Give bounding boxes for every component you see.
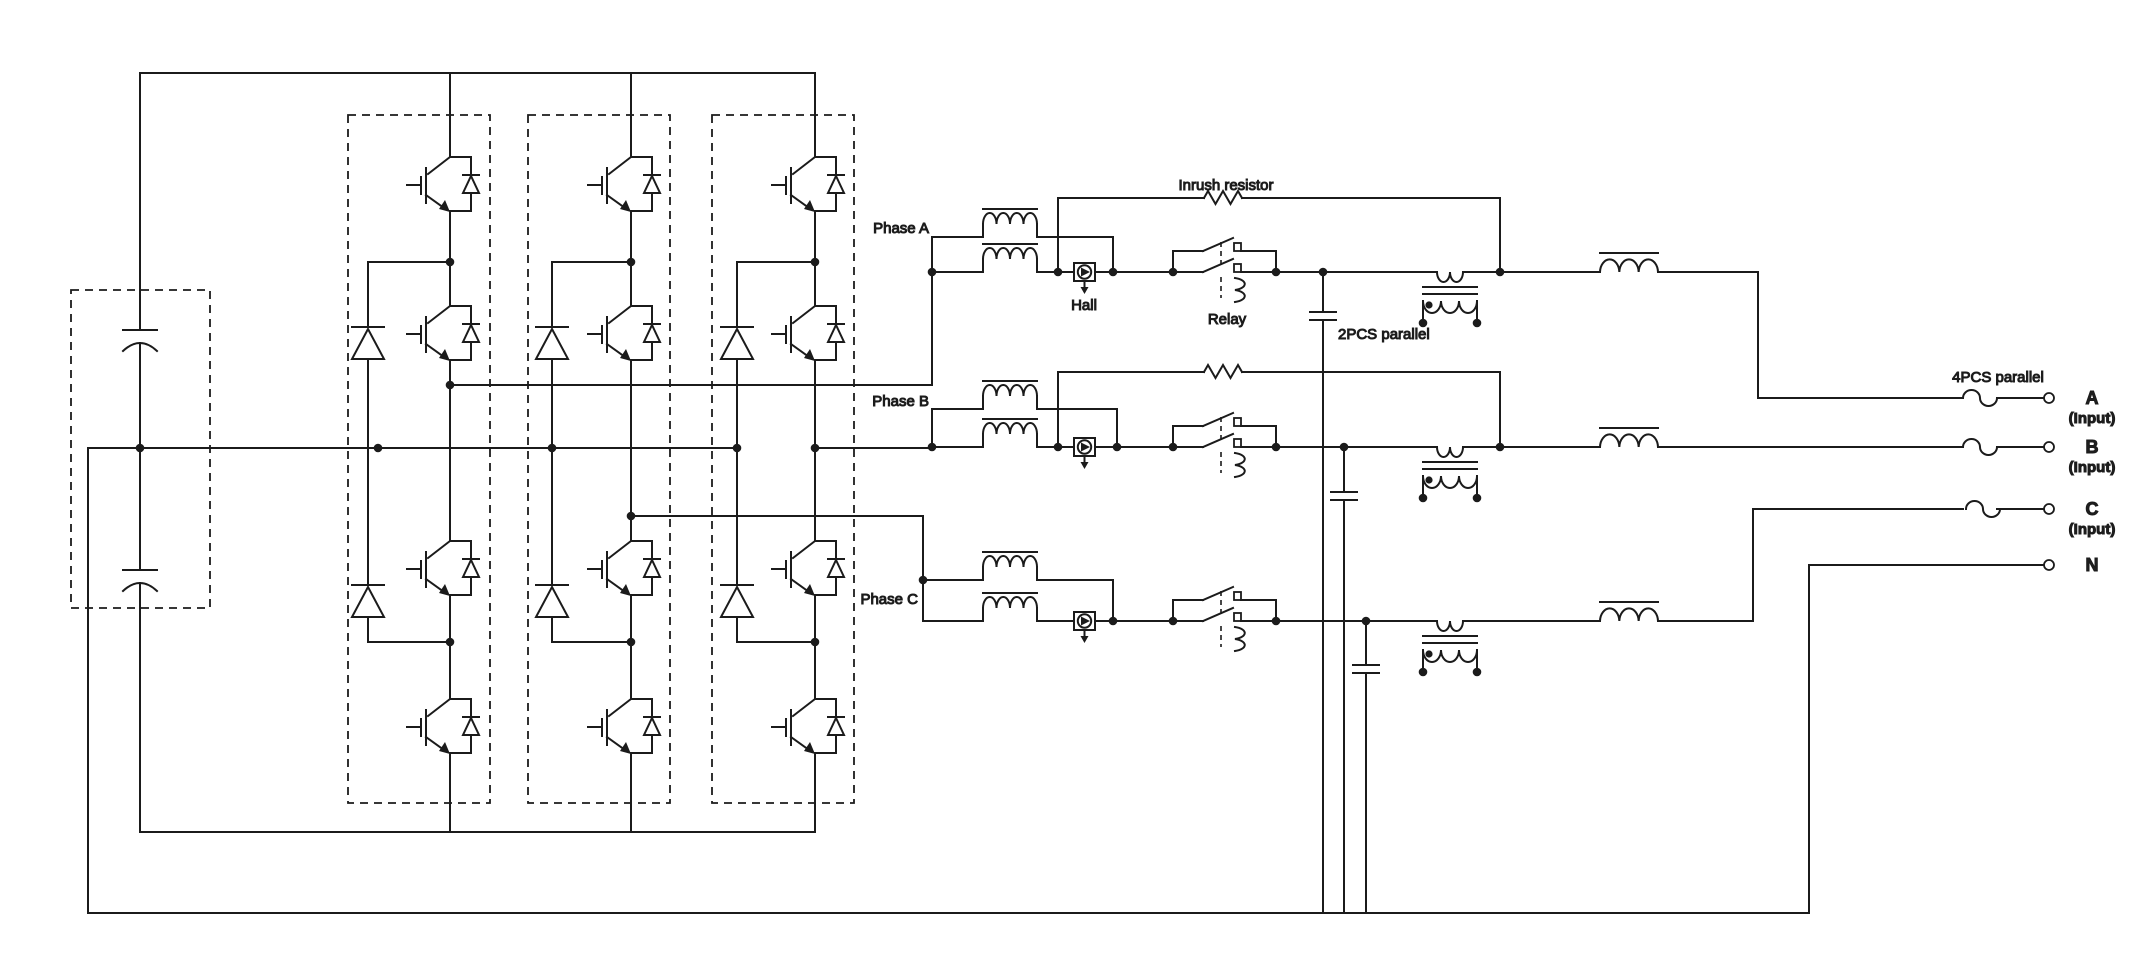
phase-feed-lines [449,236,933,622]
igbt-with-diode-icon [771,296,845,373]
fuse-icon [1965,500,2001,518]
hall-sensor-icon [1073,262,1096,295]
terminal-a-label: A [2086,388,2099,408]
inrush-bypass-b [1057,371,1501,448]
terminal-a [2043,392,2055,404]
phase-a-filter [931,190,2045,914]
terminal-b [2043,441,2055,453]
inductor-icon [982,551,1038,581]
inrush-resistor-icon [1203,364,1243,379]
filter-capacitor-a [1309,271,1337,914]
igbt-with-diode-icon [406,689,480,766]
phase-a-feed [449,236,933,386]
igbt-with-diode-icon [406,296,480,373]
inductor-icon [982,418,1038,448]
relay-label: Relay [1208,311,1247,328]
inverter-leg-3 [711,72,855,833]
igbt-with-diode-icon [771,147,845,224]
labels: Inrush resistor Phase A Phase B Phase C … [860,177,2116,609]
inverter-leg-2 [527,72,671,833]
phase-c-filter [922,500,2045,914]
phase-b-filter [931,364,2045,914]
phase-b-label: Phase B [872,393,929,410]
phase-b-feed [814,408,933,449]
phase-a-label: Phase A [873,220,929,237]
terminal-b-sublabel: (Input) [2069,459,2116,476]
inductor-icon [1599,252,1659,273]
clamp-diode-icon [720,305,754,379]
common-mode-choke-icon [1417,446,1483,504]
igbt-with-diode-icon [771,531,845,608]
igbt-with-diode-icon [406,531,480,608]
filter-capacitor-c [1352,620,1380,914]
inductor-icon [982,380,1038,410]
clamp-diode-icon [351,563,385,637]
igbt-with-diode-icon [406,147,480,224]
relay-icon [1172,237,1277,303]
inductor-icon [1599,601,1659,622]
hall-sensor-icon [1073,611,1096,644]
relay-icon [1172,412,1277,478]
inductor-icon [982,243,1038,273]
terminal-b-label: B [2086,437,2099,457]
filter-capacitor-b [1330,446,1358,914]
igbt-with-diode-icon [587,296,661,373]
terminal-c-sublabel: (Input) [2069,521,2116,538]
hall-sensor-icon [1073,437,1096,470]
clamp-diode-icon [535,305,569,379]
inverter-leg-1 [347,72,491,833]
inductor-icon [982,592,1038,622]
fuses-parallel-label: 4PCS parallel [1952,369,2044,386]
dc-link-capacitor-bank [70,72,211,833]
common-mode-choke-icon [1417,271,1483,329]
igbt-with-diode-icon [771,689,845,766]
common-mode-choke-icon [1417,620,1483,678]
hall-label: Hall [1071,297,1097,314]
dc-buses [87,72,2045,914]
phase-c-feed [630,515,924,622]
igbt-with-diode-icon [587,689,661,766]
input-terminals [2043,392,2055,571]
igbt-with-diode-icon [587,531,661,608]
fuse-icon [1962,389,1998,407]
terminal-n-label: N [2086,555,2099,575]
clamp-diode-icon [351,305,385,379]
inductor-icon [982,208,1038,238]
inductor-icon [1599,427,1659,448]
terminal-n [2043,559,2055,571]
terminal-c [2043,503,2055,515]
igbt-with-diode-icon [587,147,661,224]
neutral-return-line [87,447,2045,914]
phase-c-label: Phase C [860,591,918,608]
inrush-resistor-label: Inrush resistor [1178,177,1273,194]
terminal-a-sublabel: (Input) [2069,410,2116,427]
schematic-root: Inrush resistor Phase A Phase B Phase C … [70,72,2116,914]
clamp-diode-icon [720,563,754,637]
junction-dots [135,257,1505,647]
capacitors-parallel-label: 2PCS parallel [1338,326,1430,343]
relay-icon [1172,586,1277,652]
inrush-bypass-a [1057,197,1501,273]
terminal-c-label: C [2086,499,2099,519]
clamp-diode-icon [535,563,569,637]
fuse-icon [1962,438,1998,456]
